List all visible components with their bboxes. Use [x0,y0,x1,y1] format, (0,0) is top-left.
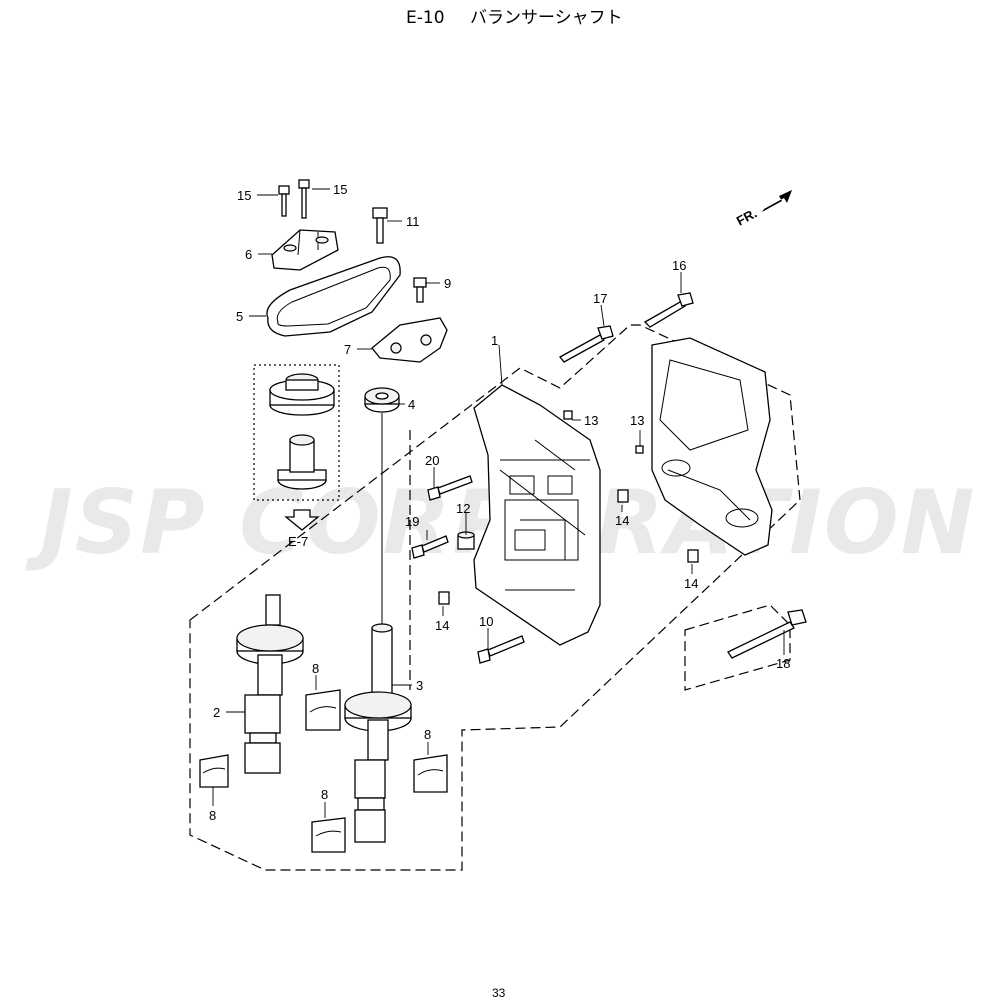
assembly-boundary [189,324,801,871]
leader-lines [212,188,785,818]
dowel-14-b [687,549,699,563]
callout-2: 2 [213,705,220,720]
bolt-17 [559,325,614,363]
callout-14-b: 14 [684,576,698,591]
chain-guide-bracket-7 [371,317,448,363]
diagram-code: E-10 [406,8,445,28]
callout-15-left: 15 [237,188,251,203]
bolt-11 [372,207,388,244]
callout-14-c: 14 [435,618,449,633]
bearing-8-d [311,817,346,853]
diagram-title: バランサーシャフト [470,8,623,28]
callout-4: 4 [408,397,415,412]
timing-chain-5 [266,256,401,337]
callout-7: 7 [344,342,351,357]
dowel-13-b [635,445,644,454]
housing-cover [651,337,773,556]
callout-9: 9 [444,276,451,291]
callout-8-d: 8 [321,787,328,802]
callout-10: 10 [479,614,493,629]
callout-1: 1 [491,333,498,348]
front-direction-indicator: FR. [734,190,792,229]
reference-label: E-7 [288,534,308,549]
callout-17: 17 [593,291,607,306]
callout-8-c: 8 [424,727,431,742]
bolt-19 [411,535,449,559]
callout-18: 18 [776,656,790,671]
bolt-9 [413,277,427,303]
callout-15-right: 15 [333,182,347,197]
ref-shaft-body [289,439,315,473]
bolt-16 [643,292,694,328]
front-arrow-icon [762,190,792,212]
dowel-13-a [563,410,573,420]
bolt-10 [477,635,525,664]
callout-19: 19 [405,514,419,529]
bearing-8-c [413,754,448,793]
bearing-8-a [305,689,341,731]
callout-14-a: 14 [615,513,629,528]
callout-5: 5 [236,309,243,324]
bolt-15-right [298,179,310,219]
ref-gear-hub-side [285,379,319,391]
bearing-8-b [199,754,229,788]
balance-shaft-2 [236,594,304,774]
dowel-14-a [617,489,629,503]
callout-8-b: 8 [209,808,216,823]
bolt-20 [427,475,473,501]
callout-6: 6 [245,247,252,262]
bolt-18 [727,609,807,659]
chain-tensioner-6 [271,229,339,271]
callout-20: 20 [425,453,439,468]
callout-8-a: 8 [312,661,319,676]
callout-16: 16 [672,258,686,273]
callout-13-a: 13 [584,413,598,428]
dowel-14-c [438,591,450,605]
balancer-housing-1 [473,384,601,646]
callout-11: 11 [406,214,420,229]
boundary-right-bracket [684,604,791,691]
reference-down-arrow-icon [284,509,320,531]
bolt-15-left [278,185,290,217]
sprocket-4 [364,387,400,413]
balance-shaft-3 [344,623,412,843]
callout-12: 12 [456,501,470,516]
ref-shaft-top [289,434,315,446]
front-label: FR. [734,205,760,228]
reference-group: E-7 [253,364,340,549]
page-number: 33 [492,986,506,1000]
callouts: 1 2 3 4 5 6 7 8 8 8 8 9 10 11 12 13 13 1… [209,182,790,823]
callout-13-b: 13 [630,413,644,428]
callout-3: 3 [416,678,423,693]
